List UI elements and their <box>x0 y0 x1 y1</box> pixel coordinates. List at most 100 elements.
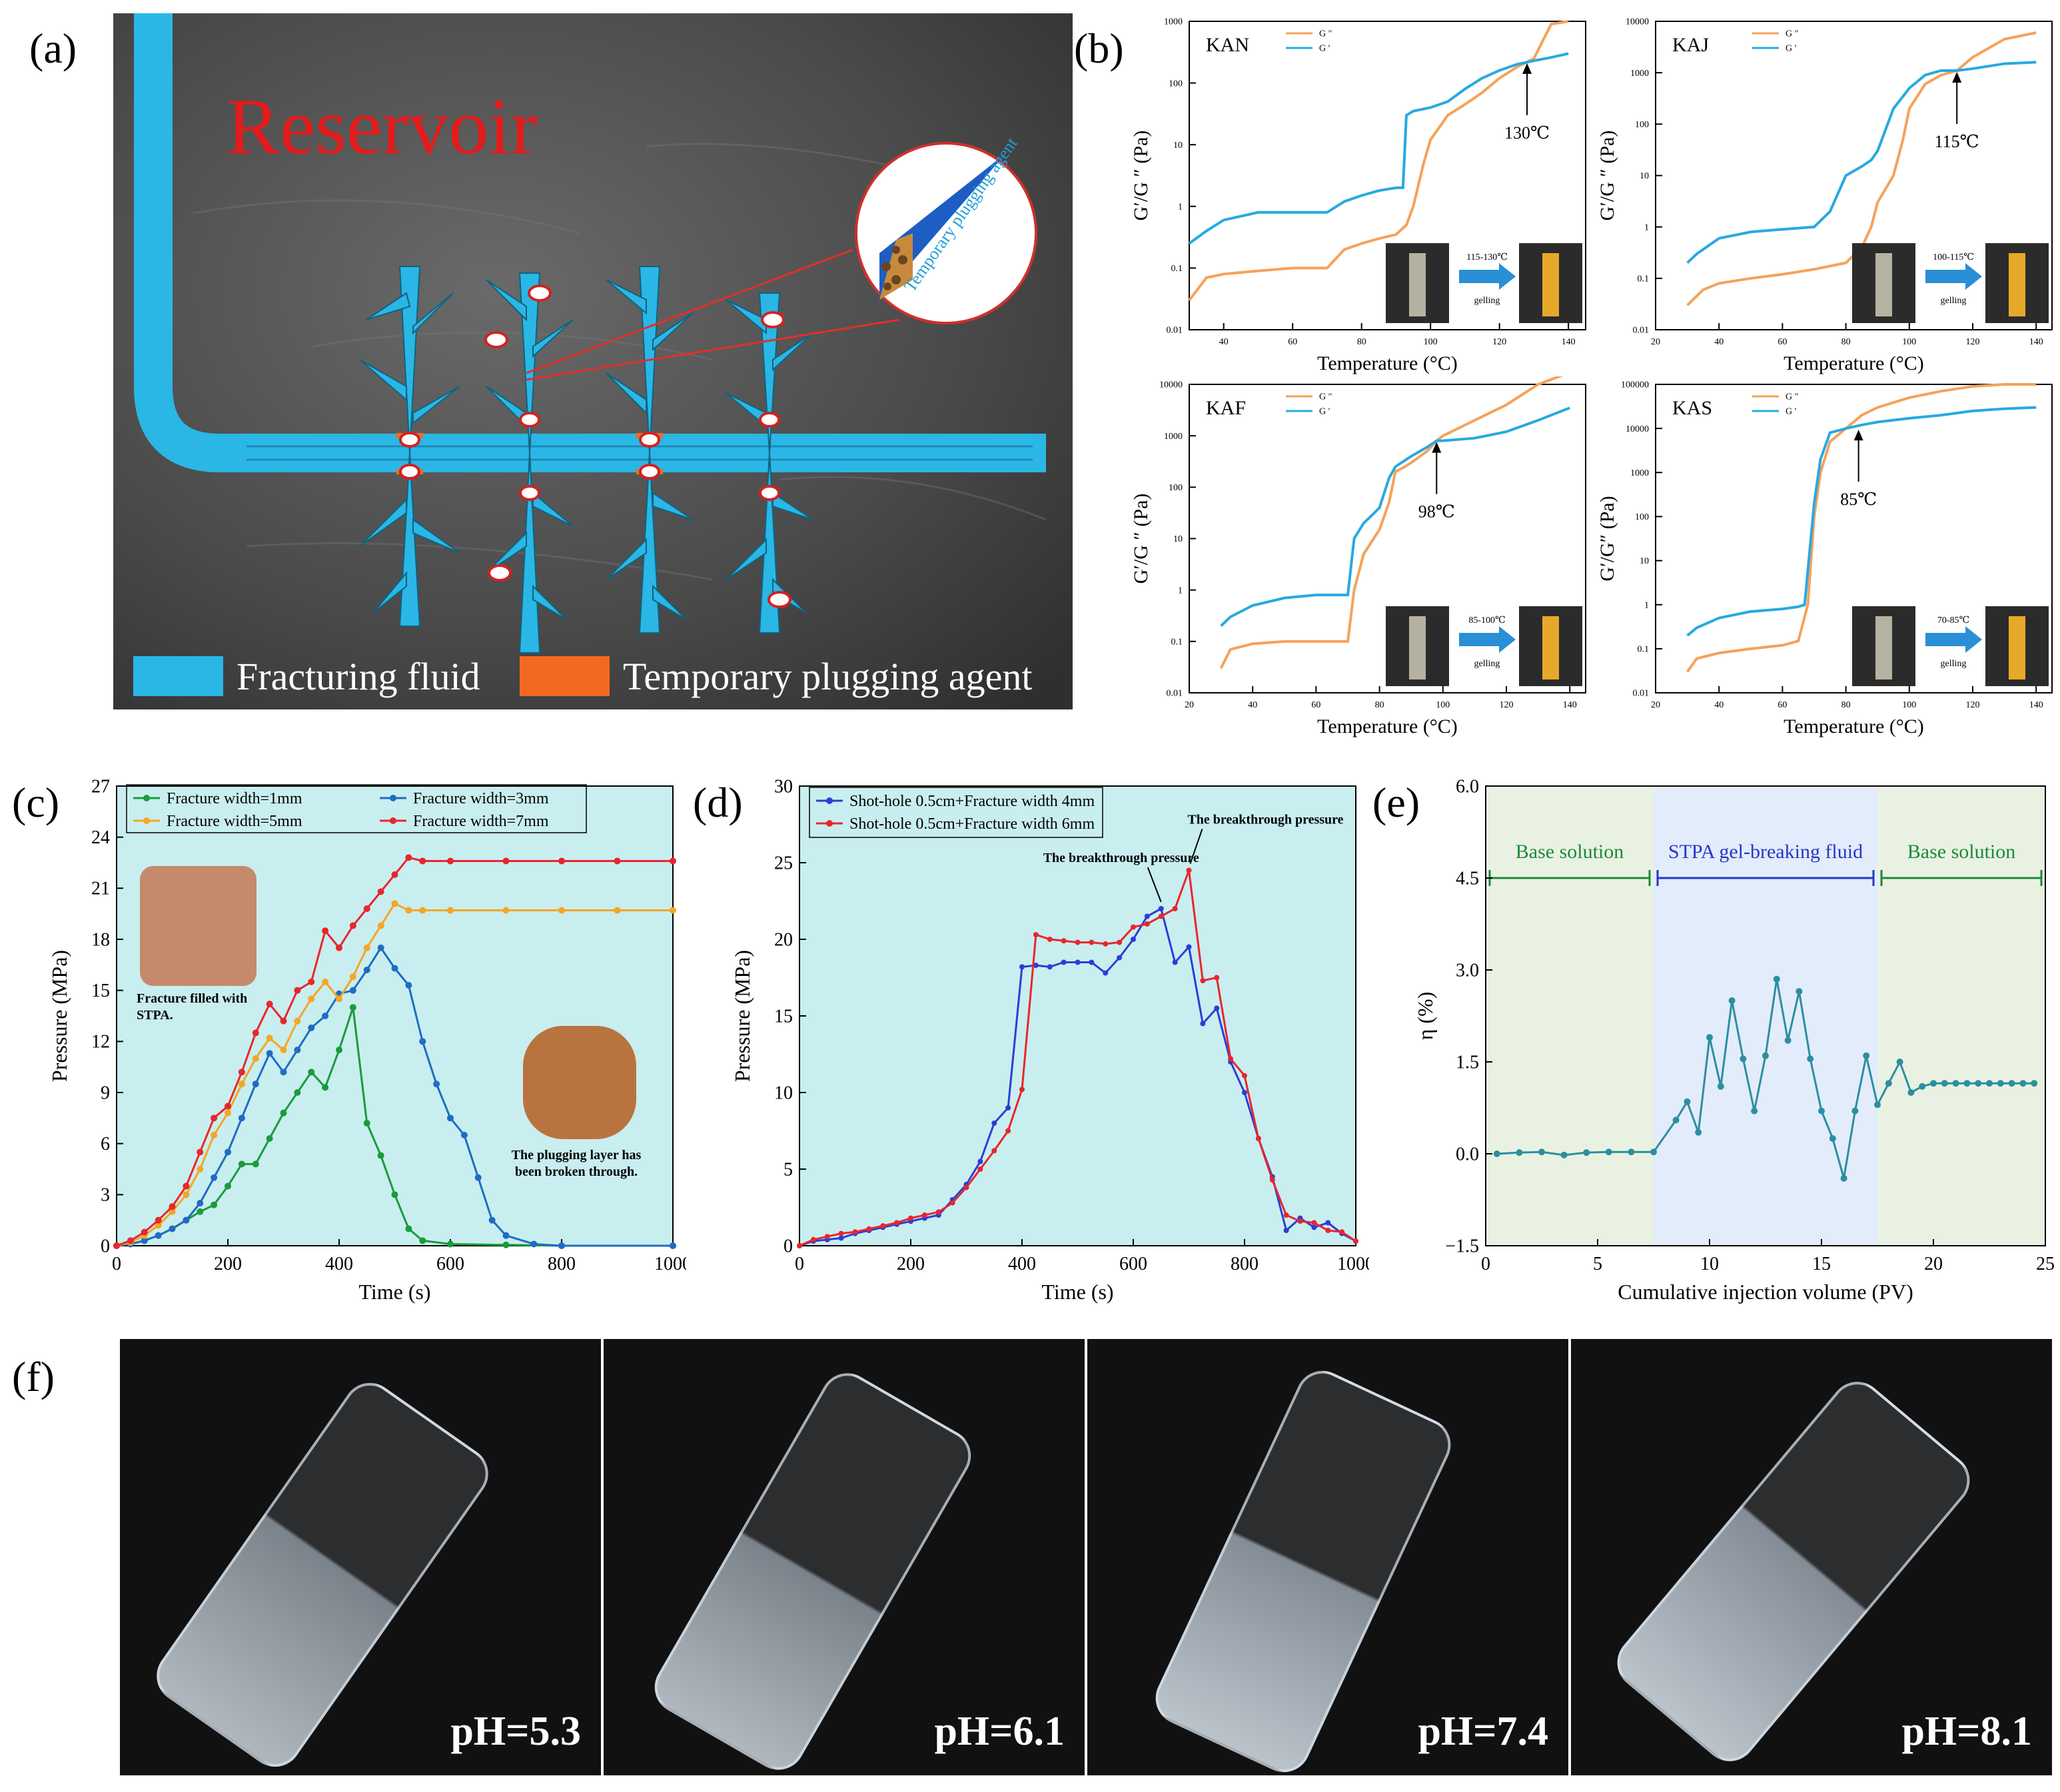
data-point <box>810 1236 816 1242</box>
y-axis-label: G′/G ″ (Pa) <box>1130 131 1152 221</box>
legend-label: G ′ <box>1319 407 1330 417</box>
data-point <box>405 854 412 861</box>
data-point <box>1751 1107 1758 1115</box>
region-band <box>1654 786 1877 1246</box>
vial-before <box>1875 253 1892 316</box>
x-tick-label: 60 <box>1778 700 1787 710</box>
data-point <box>1605 1148 1612 1156</box>
data-point <box>614 907 621 914</box>
data-point <box>1695 1128 1702 1136</box>
x-tick-label: 80 <box>1841 700 1851 710</box>
y-tick-label: 24 <box>91 827 110 848</box>
data-point <box>252 1055 259 1062</box>
data-point <box>280 1047 287 1054</box>
photo-strip: pH=5.3 pH=6.1 pH=7.4 pH=8.1 <box>120 1339 2052 1775</box>
photo-vial-3: pH=7.4 <box>1087 1339 1571 1775</box>
data-point <box>1986 1080 1993 1087</box>
vial-after <box>2009 253 2025 316</box>
y-tick-label: 0.1 <box>1171 638 1183 648</box>
data-point <box>1019 964 1025 970</box>
x-tick-label: 40 <box>1248 700 1257 710</box>
data-point <box>797 1243 802 1248</box>
data-point <box>1172 906 1178 911</box>
data-point <box>1907 1089 1915 1096</box>
data-point <box>1075 939 1081 945</box>
photo-vial-2: pH=6.1 <box>604 1339 1087 1775</box>
series-line <box>1220 406 1570 628</box>
x-tick-label: 1000 <box>1337 1254 1369 1274</box>
vial-before <box>1409 253 1426 316</box>
x-tick-label: 400 <box>325 1254 353 1274</box>
y-tick-label: 6.0 <box>1456 776 1479 797</box>
data-point <box>1158 913 1164 919</box>
plot-area <box>117 786 673 1246</box>
x-tick-label: 60 <box>1288 337 1297 347</box>
y-tick-label: 3.0 <box>1456 960 1479 981</box>
data-point <box>183 1182 190 1190</box>
data-point <box>880 1223 886 1229</box>
data-point <box>1818 1107 1825 1115</box>
data-point <box>363 967 370 973</box>
data-point <box>1200 1021 1206 1027</box>
data-point <box>1005 1105 1011 1111</box>
data-point <box>1061 938 1067 944</box>
y-tick-label: 1.5 <box>1456 1052 1479 1073</box>
data-point <box>225 1103 231 1110</box>
y-tick-label: 10 <box>1640 171 1649 181</box>
y-axis-label: G′/G ″ (Pa) <box>1130 494 1152 584</box>
data-point <box>1728 997 1736 1004</box>
schematic-drawing: Temporary plugging agent Reservoir Fract… <box>113 13 1073 709</box>
data-point <box>405 907 412 914</box>
x-tick-label: 800 <box>548 1254 576 1274</box>
data-point <box>1214 975 1220 981</box>
data-point <box>894 1220 900 1226</box>
panel-label-d: (d) <box>693 779 743 826</box>
data-point <box>141 1228 148 1236</box>
data-point <box>377 944 384 951</box>
data-point <box>1963 1080 1971 1087</box>
x-tick-label: 0 <box>112 1254 121 1274</box>
data-point <box>1885 1080 1892 1087</box>
series-line <box>1219 376 1564 670</box>
schematic-title: Reservoir <box>227 82 538 171</box>
data-point <box>1103 941 1109 947</box>
y-tick-label: 10 <box>1173 141 1183 151</box>
data-point <box>935 1209 941 1215</box>
data-point <box>322 1013 329 1019</box>
data-point <box>1297 1218 1303 1224</box>
data-point <box>838 1235 844 1241</box>
x-tick-label: 5 <box>1593 1254 1602 1274</box>
x-tick-label: 100 <box>1902 700 1916 710</box>
data-point <box>1583 1149 1590 1156</box>
data-point <box>991 1120 997 1126</box>
data-point <box>349 1004 356 1011</box>
data-point <box>252 1081 259 1088</box>
x-axis-label: Temperature (°C) <box>1784 715 1924 737</box>
data-point <box>1144 921 1150 927</box>
y-tick-label: 15 <box>774 1006 793 1027</box>
y-tick-label: 25 <box>774 853 793 873</box>
data-point <box>1075 959 1081 965</box>
y-tick-label: 12 <box>91 1032 110 1053</box>
y-tick-label: 0.01 <box>1167 326 1183 336</box>
data-point <box>308 1024 315 1031</box>
data-point <box>1186 944 1192 950</box>
x-tick-label: 120 <box>1500 700 1514 710</box>
x-axis-label: Temperature (°C) <box>1317 352 1458 374</box>
data-point <box>349 973 356 981</box>
panel-label-f: (f) <box>12 1353 55 1400</box>
crossover-arrowhead <box>1853 430 1863 441</box>
y-tick-label: 1 <box>1644 223 1649 232</box>
x-tick-label: 0 <box>795 1254 804 1274</box>
x-tick-label: 200 <box>214 1254 242 1274</box>
data-point <box>377 888 384 895</box>
x-axis-label: Temperature (°C) <box>1784 352 1924 374</box>
data-point <box>1717 1083 1724 1090</box>
y-tick-label: 100 <box>1169 483 1183 493</box>
data-point <box>294 1047 301 1054</box>
series-line <box>116 902 673 1247</box>
x-tick-label: 100 <box>1902 337 1916 347</box>
data-point <box>1325 1228 1331 1233</box>
